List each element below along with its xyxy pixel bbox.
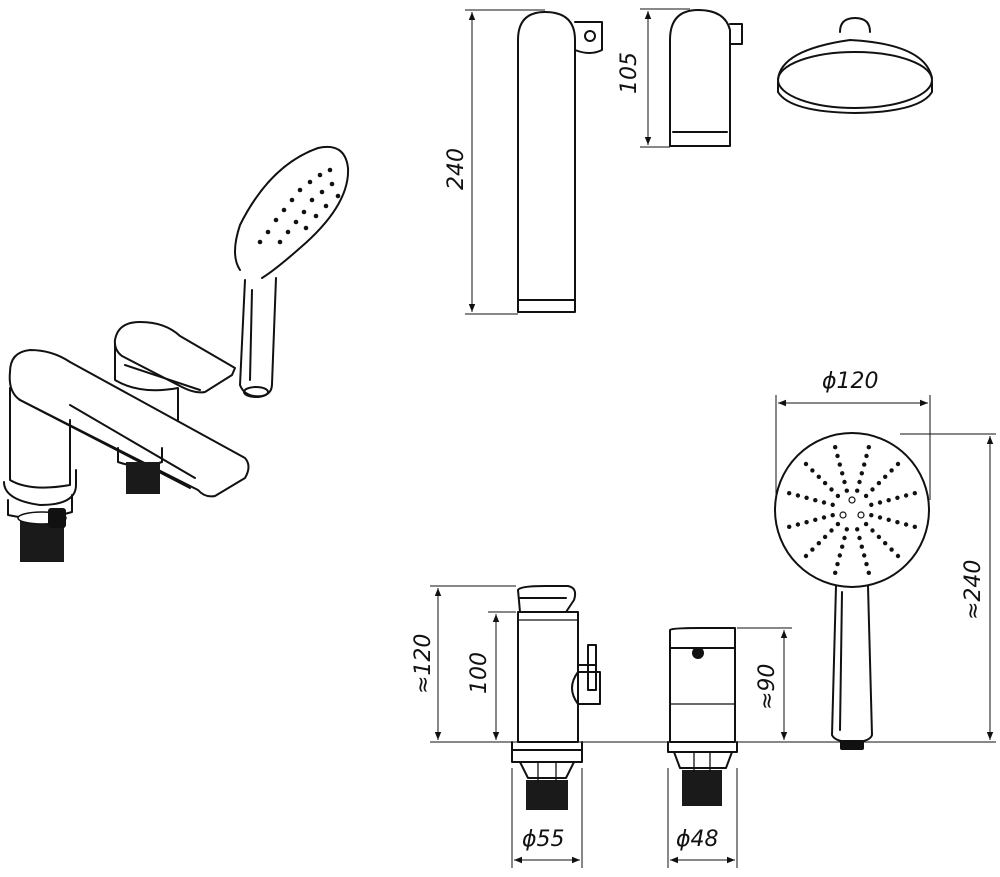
- shower-nozzle: [816, 541, 821, 546]
- dim-diverter-diameter: ϕ48: [676, 827, 719, 852]
- shower-nozzle: [822, 480, 828, 486]
- shower-nozzle: [870, 487, 875, 492]
- shower-nozzle: [810, 547, 815, 552]
- shower-nozzle: [903, 522, 909, 527]
- shower-nozzle: [912, 491, 917, 496]
- dim-mixer-diameter: ϕ55: [522, 827, 565, 852]
- hand-shower-front-view: ϕ120 ≈240: [774, 369, 996, 750]
- shower-nozzle: [821, 515, 827, 520]
- shower-nozzle: [840, 544, 845, 549]
- shower-nozzle: [863, 493, 869, 499]
- shower-nozzle: [787, 491, 792, 496]
- shower-nozzle: [816, 474, 821, 479]
- spout-side-view: 240: [444, 9, 603, 315]
- shower-nozzle: [876, 480, 882, 486]
- front-shower-nozzles: [787, 445, 917, 575]
- shower-nozzle: [829, 487, 834, 492]
- shower-nozzle: [804, 495, 809, 500]
- shower-nozzle: [857, 535, 862, 541]
- dim-shower-diameter: ϕ120: [822, 369, 879, 394]
- shower-nozzle: [862, 462, 867, 467]
- shower-nozzle: [859, 471, 864, 476]
- shower-nozzle: [837, 462, 842, 467]
- shower-nozzle: [877, 515, 883, 520]
- shower-nozzle: [876, 534, 882, 540]
- dim-spout-height: 240: [444, 148, 469, 190]
- shower-nozzle: [864, 453, 869, 459]
- shower-nozzle: [830, 513, 835, 518]
- shower-nozzle: [883, 541, 888, 546]
- shower-nozzle: [813, 517, 818, 522]
- shower-center-nozzle: [839, 511, 847, 519]
- shower-nozzle: [895, 520, 900, 525]
- shower-nozzle: [866, 570, 871, 575]
- shower-nozzle: [877, 500, 883, 505]
- isometric-faucet-view: [3, 146, 350, 562]
- shower-nozzle: [859, 544, 864, 549]
- shower-nozzle: [842, 479, 847, 485]
- dim-shower-length: ≈240: [961, 560, 986, 620]
- shower-nozzle: [870, 528, 875, 533]
- shower-nozzle: [857, 479, 862, 485]
- shower-nozzle: [895, 495, 900, 500]
- shower-nozzle: [862, 553, 867, 558]
- dim-mixer-total-height: ≈120: [411, 634, 436, 694]
- shower-nozzle: [869, 513, 874, 518]
- shower-nozzle: [813, 498, 818, 503]
- shower-nozzle: [855, 488, 860, 493]
- shower-nozzle: [787, 524, 792, 529]
- shower-nozzle: [866, 445, 871, 450]
- shower-nozzle: [795, 522, 801, 527]
- shower-nozzle: [895, 553, 901, 559]
- mixer-front-view: ≈120 100 ϕ55: [411, 585, 601, 868]
- shower-nozzle: [821, 500, 827, 505]
- shower-nozzle: [803, 553, 809, 559]
- shower-nozzle: [844, 527, 849, 532]
- shower-nozzle: [810, 468, 815, 473]
- shower-nozzle: [804, 520, 809, 525]
- shower-nozzle: [835, 521, 841, 527]
- shower-nozzle: [822, 534, 828, 540]
- shower-nozzle: [833, 445, 838, 450]
- handle-side-view: 105: [617, 8, 743, 148]
- dim-mixer-body-height: 100: [467, 652, 492, 694]
- shower-center-nozzle: [848, 496, 856, 504]
- shower-nozzle: [869, 502, 874, 507]
- shower-nozzle: [830, 502, 835, 507]
- shower-nozzle: [855, 527, 860, 532]
- diverter-front-view: ≈90 ϕ48: [667, 627, 792, 868]
- shower-nozzle: [840, 471, 845, 476]
- shower-nozzle: [883, 474, 888, 479]
- shower-nozzle: [795, 493, 801, 498]
- shower-nozzle: [844, 488, 849, 493]
- shower-top-view: [777, 17, 933, 114]
- shower-nozzle: [889, 468, 894, 473]
- iso-shower-nozzles: [257, 167, 341, 245]
- shower-nozzle: [886, 517, 891, 522]
- dim-diverter-height: ≈90: [755, 664, 780, 710]
- shower-nozzle: [835, 561, 840, 567]
- shower-nozzle: [842, 535, 847, 541]
- shower-nozzle: [903, 493, 909, 498]
- shower-nozzle: [803, 461, 809, 467]
- shower-nozzle: [863, 521, 869, 527]
- shower-nozzle: [835, 493, 841, 499]
- shower-nozzle: [829, 528, 834, 533]
- shower-nozzle: [912, 524, 917, 529]
- shower-nozzle: [864, 561, 869, 567]
- shower-nozzle: [835, 453, 840, 459]
- shower-nozzle: [837, 553, 842, 558]
- shower-center-nozzle: [857, 511, 865, 519]
- dim-handle-height: 105: [617, 52, 642, 94]
- shower-nozzle: [889, 547, 894, 552]
- diverter-thread: [126, 462, 160, 494]
- shower-nozzle: [895, 461, 901, 467]
- shower-nozzle: [886, 498, 891, 503]
- shower-nozzle: [833, 570, 838, 575]
